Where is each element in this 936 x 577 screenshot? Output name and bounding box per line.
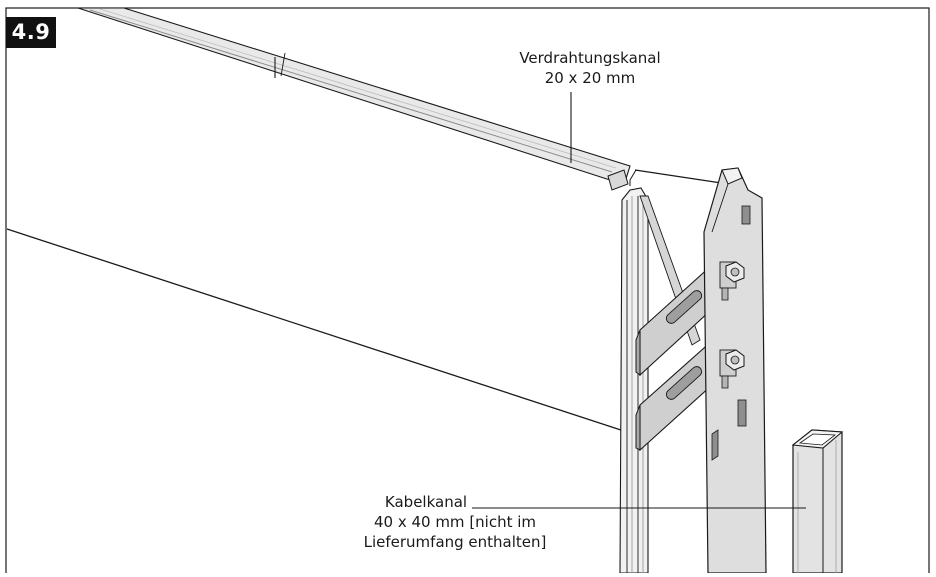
cable-duct-label-line2: 40 x 40 mm [nicht im — [373, 513, 537, 531]
wiring-duct-rail — [77, 7, 631, 191]
step-number-badge: 4.9 — [6, 17, 56, 48]
wiring-duct-label-line1: Verdrahtungskanal — [519, 49, 661, 67]
cabinet-side-panel — [6, 169, 729, 433]
figure-frame — [5, 7, 930, 577]
cable-duct-label-line3: Lieferumfang enthalten] — [363, 533, 547, 551]
bolt — [719, 261, 745, 301]
bolt — [719, 349, 745, 389]
cable-duct-label: Kabelkanal 40 x 40 mm [nicht im Lieferum… — [325, 492, 585, 552]
vertical-mounting-plate — [703, 167, 767, 574]
cable-duct-label-line1: Kabelkanal — [384, 493, 468, 511]
cable-duct — [791, 429, 844, 574]
wiring-duct-label-line2: 20 x 20 mm — [544, 69, 636, 87]
wiring-duct-label: Verdrahtungskanal 20 x 20 mm — [500, 48, 680, 88]
